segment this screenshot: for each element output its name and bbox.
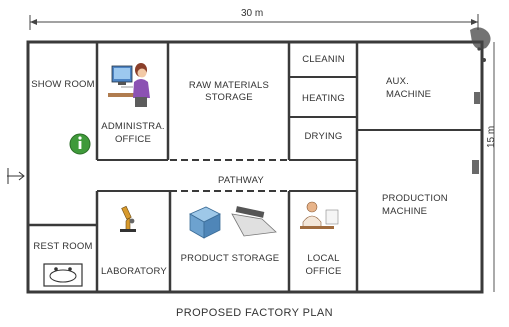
room-aux-line2: MACHINE [386, 89, 432, 100]
room-production-line2: MACHINE [382, 206, 428, 217]
room-production-line1: PRODUCTION [382, 193, 448, 204]
edge-marks [470, 27, 491, 174]
room-laboratory: LABORATORY [101, 266, 167, 277]
microscope-icon [120, 205, 136, 232]
desk-worker-icon [300, 201, 339, 229]
room-heating: HEATING [302, 93, 345, 104]
room-local-line1: LOCAL [307, 253, 340, 264]
pathway-label: PATHWAY [218, 175, 264, 186]
plan-caption: PROPOSED FACTORY PLAN [176, 307, 333, 319]
room-raw-line2: STORAGE [205, 92, 253, 103]
width-dimension-label: 30 m [241, 8, 264, 19]
room-admin-line1: ADMINISTRA. [101, 121, 165, 132]
boxes-icon [189, 206, 277, 239]
info-icon [69, 133, 91, 155]
office-worker-icon [108, 63, 150, 107]
room-admin-line2: OFFICE [114, 134, 152, 145]
room-drying: DRYING [304, 131, 343, 142]
room-raw-line1: RAW MATERIALS [188, 80, 270, 91]
height-dimension-label: 15 m [486, 125, 497, 148]
room-product-storage: PRODUCT STORAGE [180, 253, 280, 264]
room-show-room: SHOW ROOM [31, 79, 95, 90]
room-rest-room: REST ROOM [33, 241, 93, 252]
room-aux-line1: AUX. [386, 76, 409, 87]
sink-icon [43, 263, 83, 287]
room-cleaning: CLEANIN [302, 54, 345, 65]
room-local-line2: OFFICE [305, 266, 342, 277]
entrance-arrow-icon [7, 168, 25, 184]
